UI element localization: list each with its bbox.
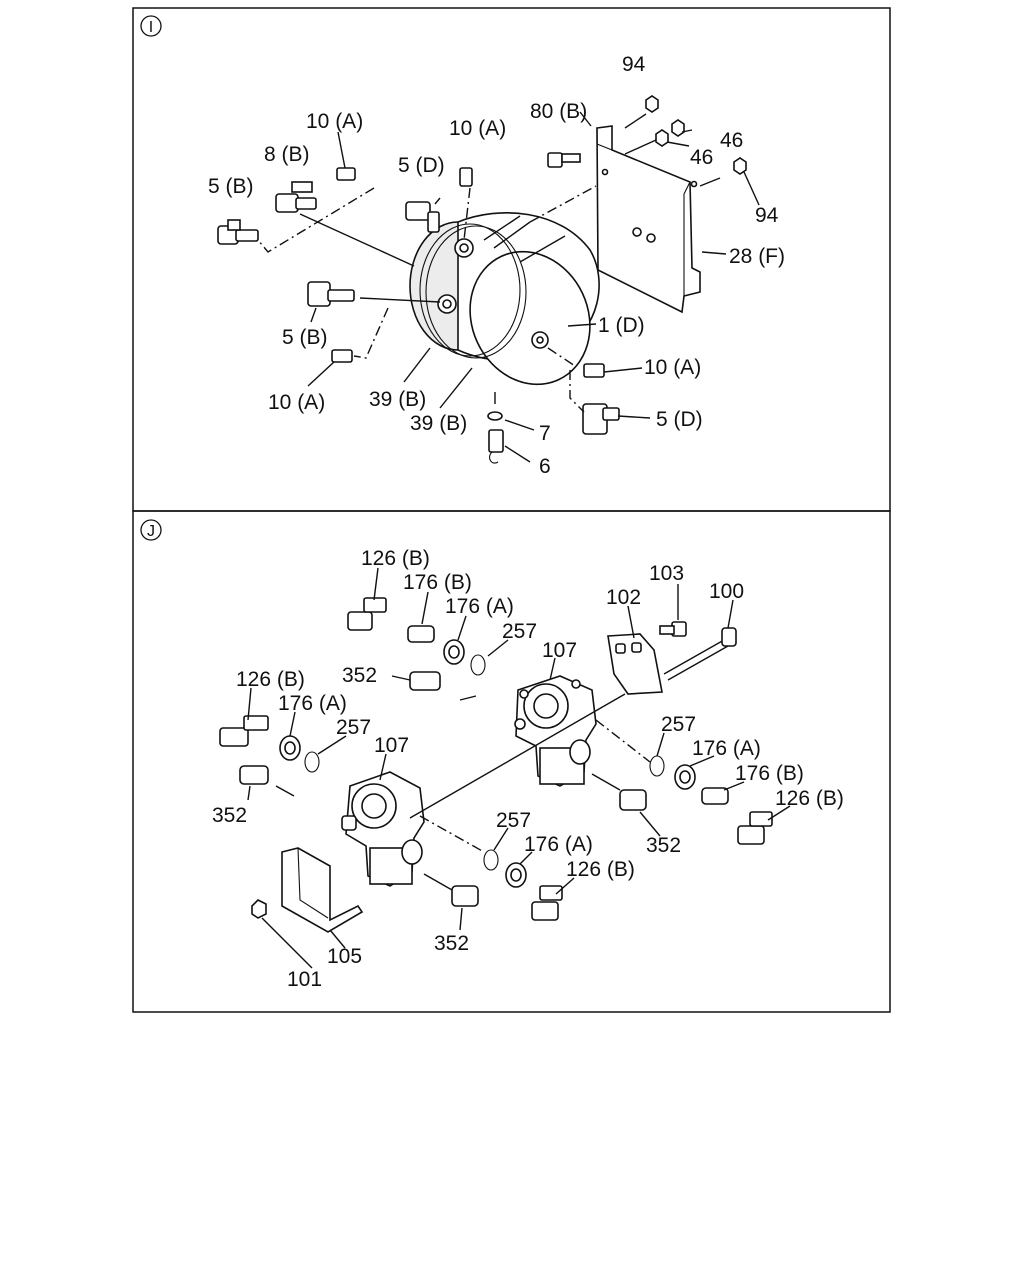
label-5d-bottom: 5 (D) <box>656 408 703 431</box>
fitting-elbow-5b-top <box>217 219 259 245</box>
label-39b-b: 39 (B) <box>410 412 467 435</box>
bolt-80b <box>547 152 581 168</box>
label-176a-right: 176 (A) <box>692 737 761 760</box>
leader-lines-panel-i <box>257 111 760 463</box>
svg-text:J: J <box>147 523 155 540</box>
nut-94-top <box>645 95 659 113</box>
label-352-top: 352 <box>342 664 377 687</box>
bracket-102 <box>607 633 663 695</box>
fitting-126b-right <box>737 811 773 845</box>
label-103: 103 <box>649 562 684 585</box>
label-257-bottom: 257 <box>496 809 531 832</box>
label-176a-top: 176 (A) <box>445 595 514 618</box>
label-1d: 1 (D) <box>598 314 645 337</box>
fitting-plug-10a-top-right <box>459 167 473 187</box>
label-176b-right: 176 (B) <box>735 762 804 785</box>
label-80b: 80 (B) <box>530 100 587 123</box>
label-176b-top: 176 (B) <box>403 571 472 594</box>
label-6: 6 <box>539 455 551 478</box>
fitting-tee-8b <box>275 181 317 213</box>
fitting-176b-right <box>701 787 729 805</box>
label-5b-top: 5 (B) <box>208 175 254 198</box>
nut-101 <box>251 899 267 919</box>
label-126b-bottom: 126 (B) <box>566 858 635 881</box>
oring-257-bottom <box>483 849 499 871</box>
panel-i: I <box>132 7 891 512</box>
long-bolt-100 <box>663 627 737 681</box>
brake-chamber <box>409 212 600 386</box>
label-107-lower: 107 <box>374 734 409 757</box>
label-94-top: 94 <box>622 53 646 76</box>
label-10a-right: 10 (A) <box>644 356 701 379</box>
label-10a-bottom: 10 (A) <box>268 391 325 414</box>
fitting-126b-top <box>347 597 387 631</box>
label-257-right: 257 <box>661 713 696 736</box>
svg-text:I: I <box>149 19 153 36</box>
label-257-top: 257 <box>502 620 537 643</box>
drain-valve-6 <box>488 429 504 464</box>
label-176a-left: 176 (A) <box>278 692 347 715</box>
fitting-176a-right <box>674 764 696 790</box>
label-126b-right: 126 (B) <box>775 787 844 810</box>
label-176a-bottom: 176 (A) <box>524 833 593 856</box>
nut-46-b <box>671 119 685 137</box>
fitting-352-top <box>409 671 441 691</box>
oring-257-top <box>470 654 486 676</box>
label-28f: 28 (F) <box>729 245 785 268</box>
fitting-352-right <box>619 789 647 811</box>
label-126b-left: 126 (B) <box>236 668 305 691</box>
label-101: 101 <box>287 968 322 991</box>
relay-valve-upper <box>514 675 597 787</box>
fitting-plug-10a-right <box>583 363 605 378</box>
fitting-352-bottom <box>451 885 479 907</box>
mounting-bracket <box>596 125 701 314</box>
label-107-upper: 107 <box>542 639 577 662</box>
label-7: 7 <box>539 422 551 445</box>
fitting-126b-bottom <box>531 885 563 921</box>
label-352-right: 352 <box>646 834 681 857</box>
label-100: 100 <box>709 580 744 603</box>
fitting-176b-top <box>407 625 435 643</box>
label-126b-top: 126 (B) <box>361 547 430 570</box>
label-352-bottom: 352 <box>434 932 469 955</box>
label-5b-mid: 5 (B) <box>282 326 328 349</box>
fitting-176a-bottom <box>505 862 527 888</box>
label-8b: 8 (B) <box>264 143 310 166</box>
nut-46-a <box>655 129 669 147</box>
fitting-elbow-5d-bottom <box>582 403 620 435</box>
fitting-126b-left <box>219 715 269 747</box>
label-10a-top: 10 (A) <box>306 110 363 133</box>
label-105: 105 <box>327 945 362 968</box>
panel-j-marker: J <box>140 519 162 541</box>
label-257-left: 257 <box>336 716 371 739</box>
washer-7 <box>487 411 503 421</box>
label-352-left: 352 <box>212 804 247 827</box>
label-46-a: 46 <box>720 129 743 152</box>
label-10a-top-right: 10 (A) <box>449 117 506 140</box>
fitting-plug-10a-top <box>336 167 356 181</box>
bolt-103 <box>659 621 687 637</box>
label-46-b: 46 <box>690 146 713 169</box>
panel-j: J <box>132 510 891 1013</box>
leader-lines-panel-j <box>247 567 791 969</box>
fitting-elbow-5d-top <box>405 201 440 233</box>
oring-257-right <box>649 755 665 777</box>
label-5d-top: 5 (D) <box>398 154 445 177</box>
fitting-elbow-5b-mid <box>307 281 355 307</box>
fitting-176a-left <box>279 735 301 761</box>
fitting-176a-top <box>443 639 465 665</box>
label-94-right: 94 <box>755 204 779 227</box>
panel-i-marker: I <box>140 15 162 37</box>
oring-257-left <box>304 751 320 773</box>
label-102: 102 <box>606 586 641 609</box>
label-39b-a: 39 (B) <box>369 388 426 411</box>
fitting-352-left <box>239 765 269 785</box>
fitting-plug-10a-mid <box>331 349 353 363</box>
bolt-28f <box>699 177 721 187</box>
relay-valve-lower <box>341 771 425 887</box>
nut-94-right <box>733 157 747 175</box>
bracket-105 <box>281 847 364 933</box>
